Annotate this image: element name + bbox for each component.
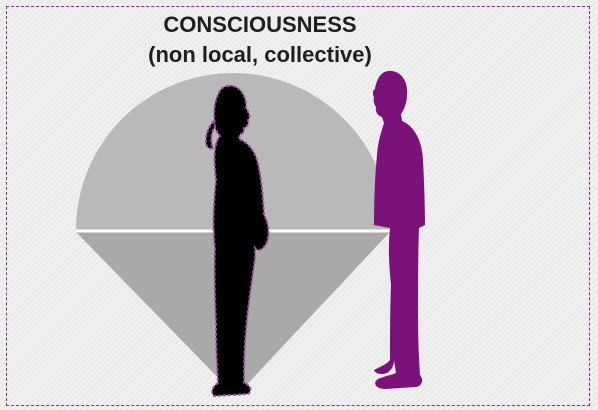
consciousness-illustration — [0, 0, 598, 410]
